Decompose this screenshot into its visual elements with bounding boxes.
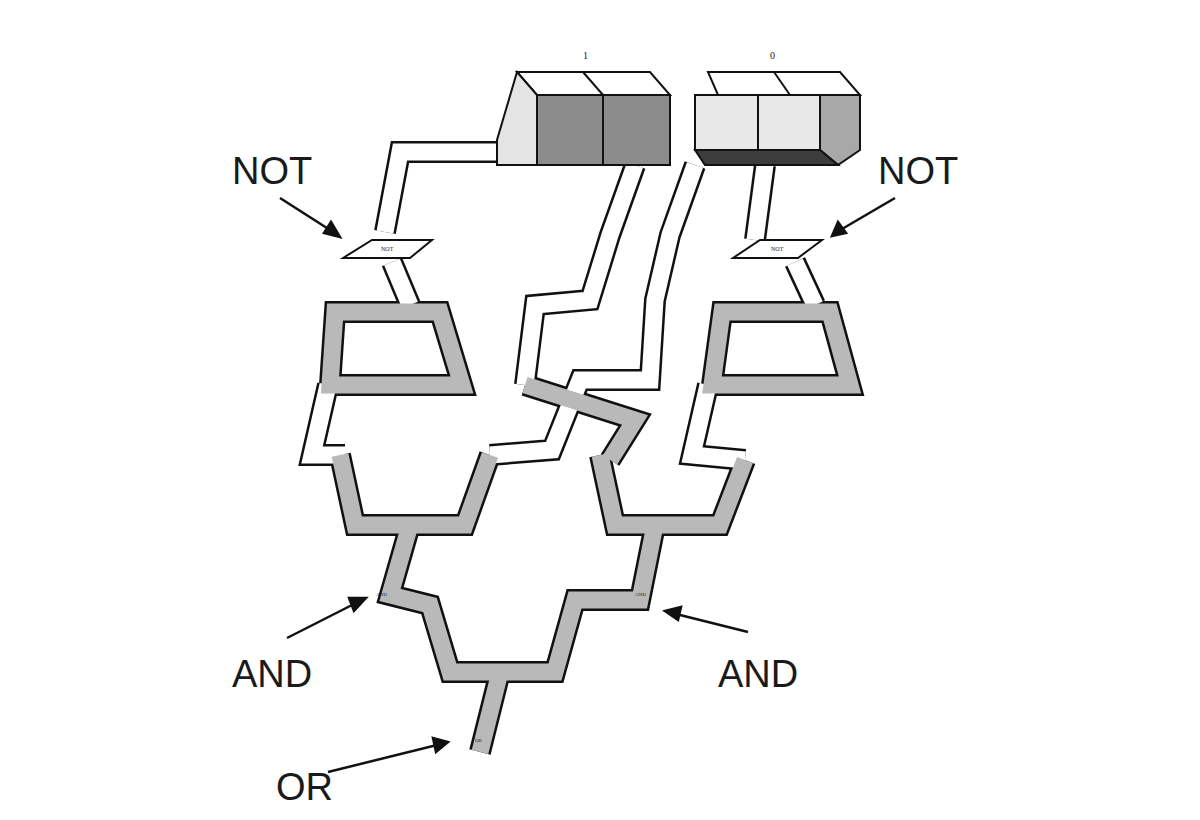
callout-label: NOT <box>232 152 312 190</box>
gate-label: AND <box>635 592 646 597</box>
gate-label: AND <box>376 592 387 597</box>
callout-label: AND <box>232 655 312 693</box>
gate-label: OR <box>475 738 482 743</box>
gate-label: NOT <box>771 246 783 252</box>
input-value: 0 <box>770 51 775 61</box>
callout-label: AND <box>718 655 798 693</box>
callout-label: NOT <box>878 152 958 190</box>
callout-label: OR <box>276 768 333 806</box>
gate-label: NOT <box>381 246 393 252</box>
input-value: 1 <box>583 51 588 61</box>
